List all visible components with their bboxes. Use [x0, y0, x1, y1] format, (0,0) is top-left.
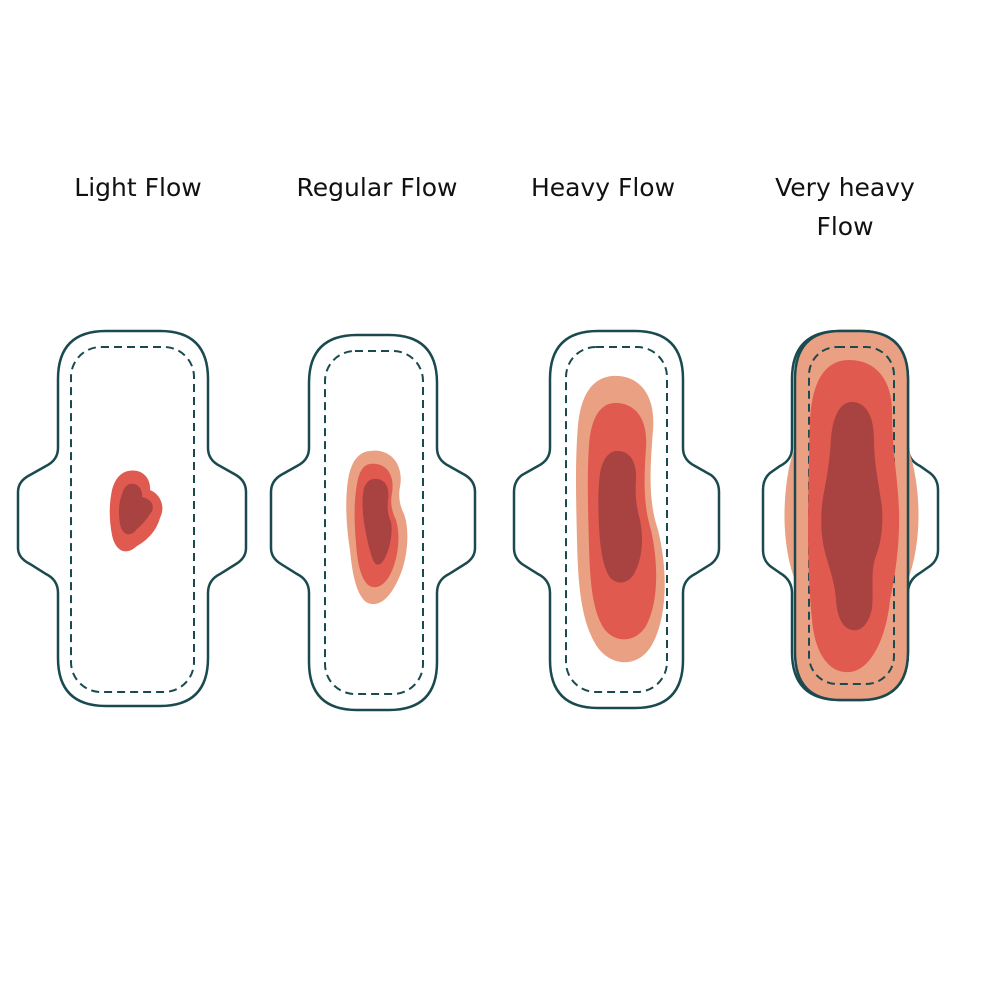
pad-dashed-inner — [565, 346, 668, 693]
label-regular-flow: Regular Flow — [296, 173, 458, 202]
label-very-heavy-flow: Very heavy Flow — [775, 173, 915, 241]
pad-dashed-inner — [324, 350, 424, 695]
pad-heavy-flow — [512, 329, 721, 710]
stain-dark — [821, 402, 883, 631]
stain-dark — [598, 450, 642, 583]
pad-body-outline — [793, 329, 910, 702]
stain-dark — [118, 483, 153, 535]
pad-dashed-inner — [70, 346, 195, 693]
label-light-flow: Light Flow — [74, 173, 202, 202]
stain-dark — [362, 478, 392, 565]
pad-regular-flow — [269, 333, 477, 712]
pad-very-heavy-flow — [761, 329, 940, 702]
label-heavy-flow: Heavy Flow — [530, 173, 676, 202]
pad-light-flow — [16, 329, 248, 708]
